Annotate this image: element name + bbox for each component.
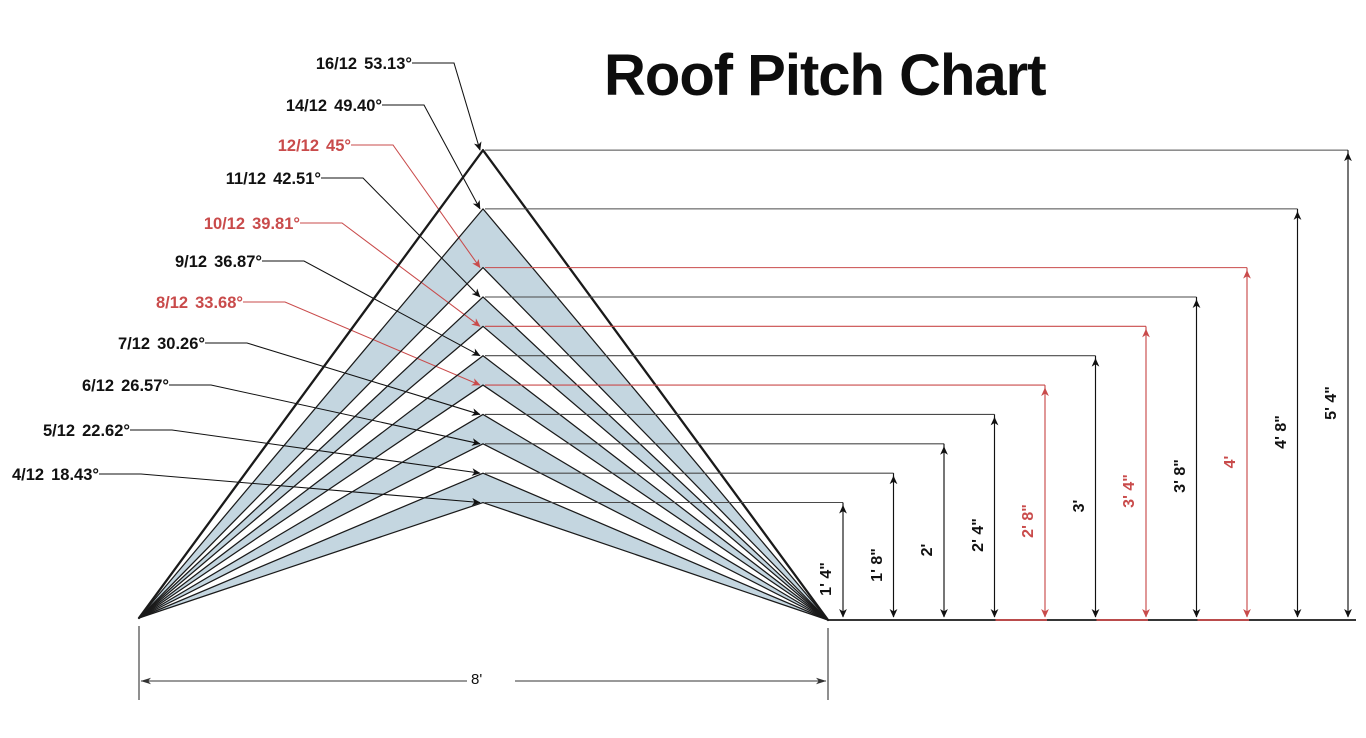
pitch-angle-10-12: 39.81° bbox=[252, 215, 300, 233]
rise-label-16-12: 5' 4" bbox=[1323, 386, 1340, 420]
pitch-fraction-4-12: 4/12 bbox=[11, 466, 45, 484]
rise-label-4-12: 1' 4" bbox=[818, 562, 835, 597]
span-label: 8' bbox=[467, 671, 487, 688]
pitch-fraction-10-12: 10/12 bbox=[203, 215, 246, 233]
leader-9-12 bbox=[262, 260, 481, 357]
pitch-angle-6-12: 26.57° bbox=[121, 377, 169, 395]
pitch-angle-4-12: 18.43° bbox=[51, 466, 99, 484]
rise-label-7-12: 2' 4" bbox=[969, 518, 987, 553]
roof-profile-5-12 bbox=[138, 472, 829, 621]
leader-16-12 bbox=[412, 62, 482, 151]
pitch-angle-7-12: 30.26° bbox=[157, 335, 205, 353]
pitch-label-10-12: 10/12 39.81° bbox=[0, 215, 300, 234]
pitch-label-11-12: 11/12 42.51° bbox=[0, 170, 321, 189]
rise-label-6-12: 2' bbox=[919, 543, 936, 557]
pitch-leader-lines bbox=[99, 62, 482, 506]
leader-4-12 bbox=[99, 473, 481, 506]
pitch-label-5-12: 5/12 22.62° bbox=[0, 422, 130, 441]
roof-profile-11-12 bbox=[138, 296, 829, 621]
pitch-label-14-12: 14/12 49.40° bbox=[0, 97, 382, 116]
pitch-label-12-12: 12/12 45° bbox=[0, 137, 351, 156]
pitch-fraction-11-12: 11/12 bbox=[225, 170, 267, 188]
rise-label-12-12: 4' bbox=[1222, 455, 1239, 469]
pitch-angle-11-12: 42.51° bbox=[273, 170, 321, 188]
pitch-label-4-12: 4/12 18.43° bbox=[0, 466, 99, 485]
leader-12-12 bbox=[351, 144, 481, 269]
pitch-angle-12-12: 45° bbox=[326, 137, 351, 155]
leader-5-12 bbox=[130, 429, 481, 476]
pitch-fraction-5-12: 5/12 bbox=[42, 422, 76, 440]
roof-profile-8-12 bbox=[138, 384, 829, 621]
peak-extension-lines bbox=[485, 149, 1348, 504]
rise-label-10-12: 3' 4" bbox=[1121, 474, 1138, 508]
roof-profile-10-12 bbox=[138, 325, 829, 621]
pitch-fraction-8-12: 8/12 bbox=[155, 294, 189, 312]
rise-label-8-12: 2' 8" bbox=[1020, 503, 1037, 538]
roof-profile-9-12 bbox=[138, 355, 829, 621]
pitch-angle-5-12: 22.62° bbox=[82, 422, 130, 440]
roof-profile-6-12 bbox=[138, 443, 829, 621]
pitch-label-8-12: 8/12 33.68° bbox=[0, 294, 243, 313]
pitch-angle-9-12: 36.87° bbox=[214, 253, 262, 271]
pitch-fraction-7-12: 7/12 bbox=[117, 335, 151, 353]
leader-14-12 bbox=[382, 104, 481, 210]
leader-8-12 bbox=[243, 301, 481, 386]
roof-profile-4-12 bbox=[138, 501, 829, 621]
pitch-label-9-12: 9/12 36.87° bbox=[0, 253, 262, 272]
leader-10-12 bbox=[300, 222, 481, 327]
pitch-fraction-16-12: 16/12 bbox=[315, 55, 358, 73]
rise-label-9-12: 3' bbox=[1070, 499, 1088, 513]
leader-6-12 bbox=[169, 384, 481, 446]
pitch-label-16-12: 16/12 53.13° bbox=[0, 55, 412, 74]
page-title: Roof Pitch Chart bbox=[604, 43, 1047, 108]
pitch-fraction-9-12: 9/12 bbox=[174, 253, 208, 271]
roof-profile-7-12 bbox=[138, 413, 829, 621]
pitch-fraction-14-12: 14/12 bbox=[285, 97, 328, 115]
roof-profile-16-12 bbox=[137, 148, 830, 622]
leader-7-12 bbox=[205, 342, 481, 416]
roof-profile-14-12 bbox=[138, 208, 829, 621]
pitch-fraction-6-12: 6/12 bbox=[81, 377, 115, 395]
pitch-label-7-12: 7/12 30.26° bbox=[0, 335, 205, 354]
pitch-angle-16-12: 53.13° bbox=[364, 55, 412, 73]
rise-label-14-12: 4' 8" bbox=[1272, 415, 1290, 450]
leader-11-12 bbox=[321, 177, 481, 298]
pitch-label-6-12: 6/12 26.57° bbox=[0, 377, 169, 396]
rise-dimension-lines bbox=[839, 150, 1352, 618]
pitch-angle-8-12: 33.68° bbox=[195, 294, 243, 312]
rise-label-5-12: 1' 8" bbox=[868, 547, 886, 582]
baseline-and-span bbox=[138, 619, 1356, 700]
pitch-fraction-12-12: 12/12 bbox=[277, 137, 320, 155]
rise-label-11-12: 3' 8" bbox=[1171, 459, 1189, 494]
pitch-angle-14-12: 49.40° bbox=[334, 97, 382, 115]
